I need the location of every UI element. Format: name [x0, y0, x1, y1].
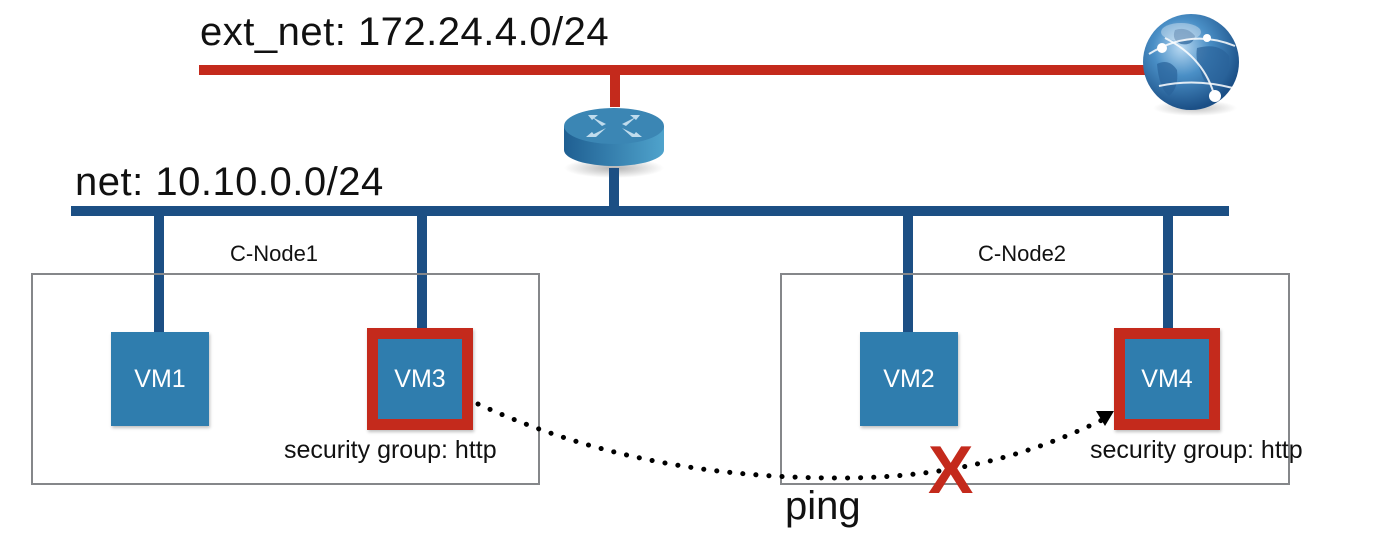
compute-node-1-label: C-Node1	[230, 241, 319, 266]
router-ext-uplink	[610, 75, 620, 107]
blocked-x-mark: X	[928, 432, 974, 508]
globe-icon	[1135, 8, 1247, 120]
compute-node-2-label: C-Node2	[978, 241, 1067, 266]
vm3-security-group-label: security group: http	[284, 436, 497, 464]
vm4-security-group-label: security group: http	[1090, 436, 1303, 464]
vm2-uplink	[903, 216, 913, 334]
vm4[interactable]: VM4	[1114, 328, 1220, 430]
compute-node-2	[780, 273, 1290, 485]
net-label: net: 10.10.0.0/24	[75, 160, 384, 204]
internal-net-line	[71, 206, 1229, 216]
ext-net-line	[199, 65, 1149, 75]
vm2[interactable]: VM2	[860, 332, 958, 426]
ping-label: ping	[785, 484, 861, 528]
ping-dotted-line	[475, 401, 1105, 481]
vm1[interactable]: VM1	[111, 332, 209, 426]
ext-net-label: ext_net: 172.24.4.0/24	[200, 10, 610, 54]
router-int-uplink	[609, 168, 619, 208]
vm3[interactable]: VM3	[367, 328, 473, 430]
compute-node-1	[31, 273, 540, 485]
vm1-uplink	[154, 216, 164, 334]
ping-arrowhead	[1096, 411, 1114, 426]
